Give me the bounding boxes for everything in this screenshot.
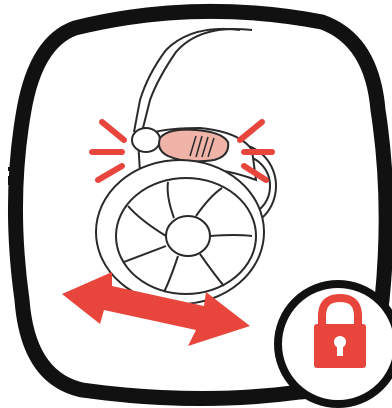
front-wheel: [95, 159, 265, 305]
swivel-lock-lever: [158, 128, 230, 163]
double-arrow-icon: [62, 272, 250, 346]
red-rays-icon: [89, 119, 275, 183]
lock-icon: [314, 293, 366, 368]
lock-badge: [274, 280, 392, 408]
stroller-frame-tube: [133, 27, 253, 133]
